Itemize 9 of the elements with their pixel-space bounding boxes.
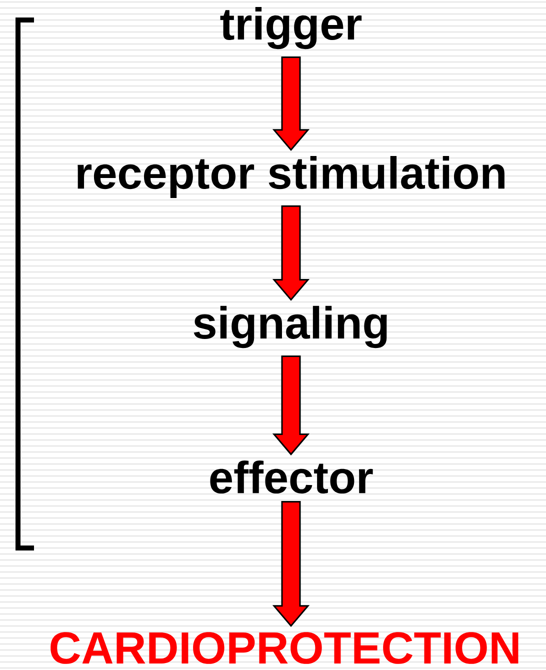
- arrow: [272, 500, 310, 628]
- arrow: [272, 356, 310, 456]
- result-label: CARDIOPROTECTION: [50, 632, 518, 664]
- arrow: [272, 56, 310, 151]
- arrow: [272, 205, 310, 301]
- step-label: signaling: [194, 306, 387, 348]
- step-label: receptor stimulation: [78, 156, 504, 198]
- step-label: trigger: [220, 6, 362, 50]
- step-label: effector: [210, 460, 373, 494]
